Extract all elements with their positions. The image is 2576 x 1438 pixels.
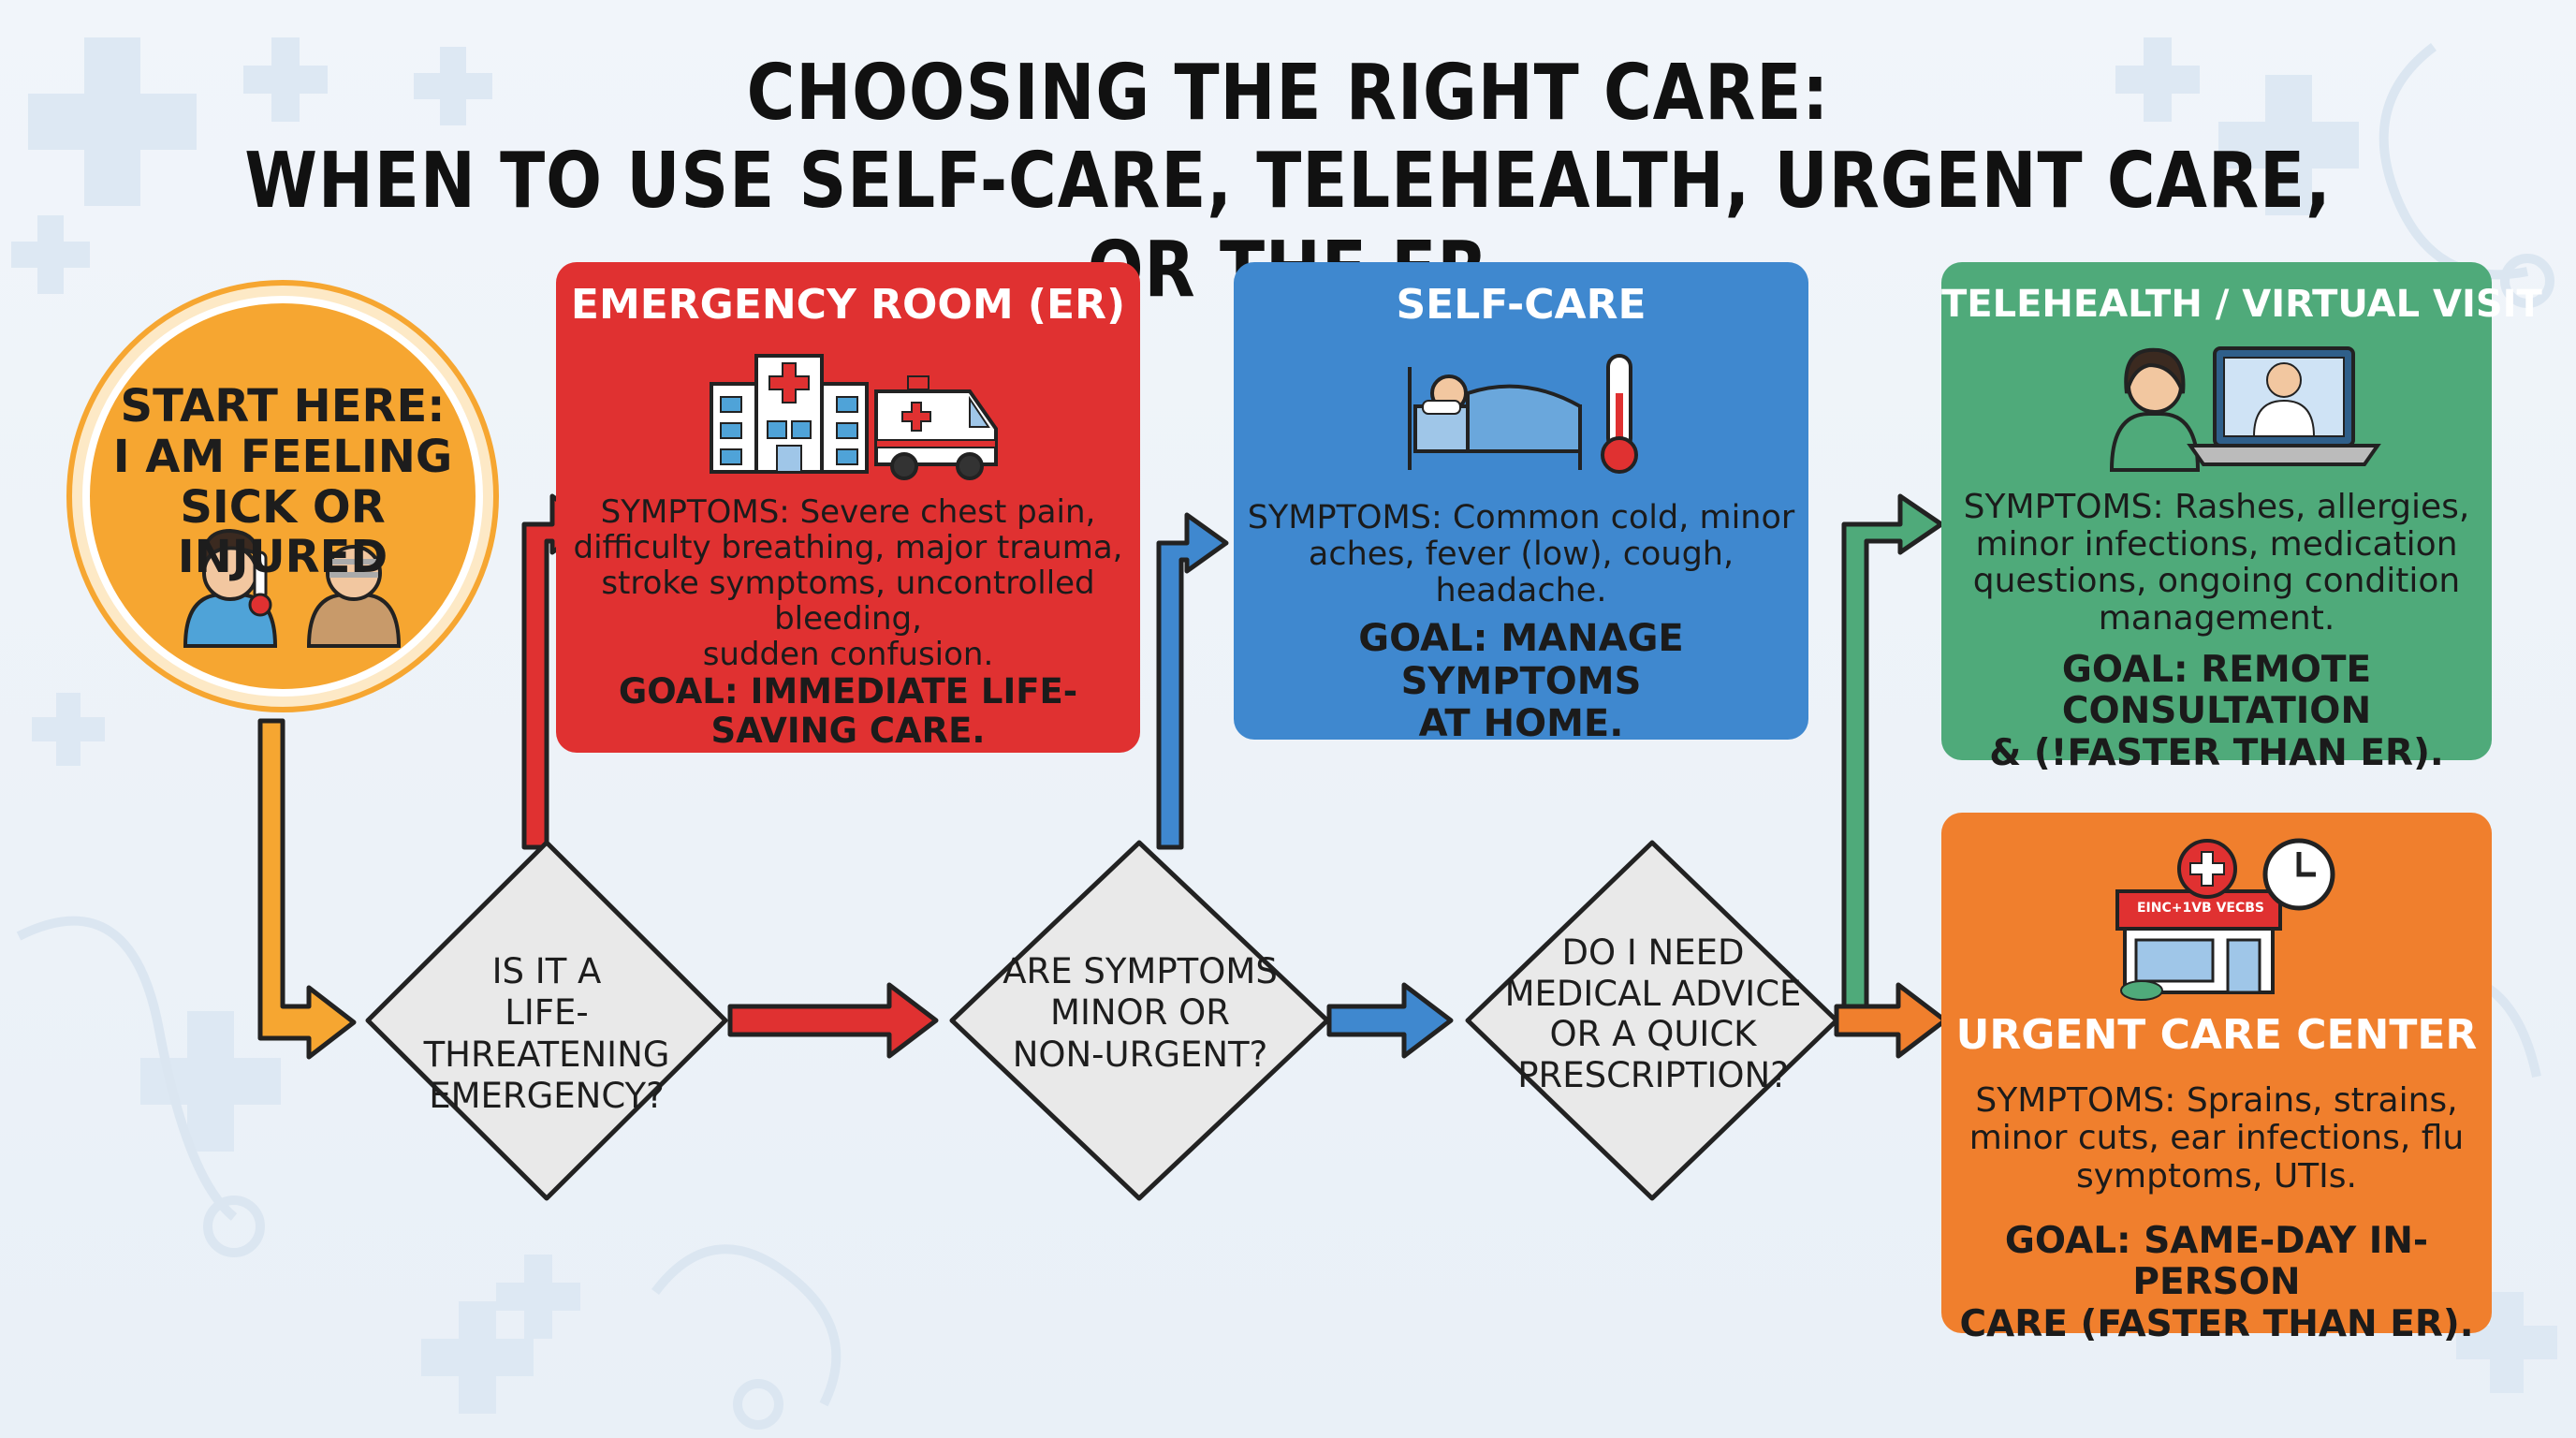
telehealth-symptoms-line2: minor infections, medication [1975,524,2458,564]
arrow-emergency-no [727,982,939,1059]
clock-icon [2262,838,2335,911]
arrow-minor-yes [1156,512,1229,850]
telehealth-symptoms-line4: management. [2098,598,2335,638]
arrow-start-to-emergency [257,718,357,1060]
injured-person-icon [306,545,402,648]
urgent-symptoms-line1: SYMPTOMS: Sprains, strains, [1975,1081,2458,1120]
urgent-title: URGENT CARE CENTER [1955,1011,2478,1059]
sick-person-icon [183,528,278,648]
urgent-card [1941,813,2492,1333]
decision-emergency-line1: IS IT A [491,951,602,991]
decision-minor-line2: MINOR OR [1050,992,1230,1034]
decision-minor-line3: NON-URGENT? [1012,1034,1268,1075]
urgent-goal-line1: GOAL: SAME-DAY IN-PERSON [2004,1220,2429,1304]
decision-advice-line2: MEDICAL ADVICE [1504,973,1802,1014]
selfcare-symptoms-line1: SYMPTOMS: Common cold, minor [1247,499,1795,536]
er-symptoms-line2: difficulty breathing, major trauma, [573,529,1123,567]
start-line1: START HERE: [120,380,446,433]
selfcare-title: SELF-CARE [1396,281,1647,329]
decision-emergency-line2: LIFE-THREATENING [423,992,670,1075]
telehealth-symptoms: SYMPTOMS: Rashes, allergies, minor infec… [1941,489,2492,637]
selfcare-goal-line1: GOAL: MANAGE SYMPTOMS [1358,617,1684,703]
decision-emergency-text: IS IT A LIFE-THREATENING EMERGENCY? [391,951,702,1118]
ambulance-icon [874,375,998,480]
decision-diamond-emergency [365,840,728,1201]
decision-diamond-advice [1465,840,1839,1201]
er-title: EMERGENCY ROOM (ER) [570,281,1126,329]
page-title-line1: CHOOSING THE RIGHT CARE: [746,49,1830,138]
er-symptoms-line4: sudden confusion. [702,636,994,674]
urgent-goal-line2: CARE (FASTER THAN ER). [1959,1302,2474,1345]
er-card [556,262,1140,753]
decision-advice-text: DO I NEED MEDICAL ADVICE OR A QUICK PRES… [1496,932,1810,1096]
er-symptoms-line1: SYMPTOMS: Severe chest pain, [600,493,1096,531]
er-goal: GOAL: IMMEDIATE LIFE-SAVING CARE. [618,671,1078,752]
hospital-icon [710,354,869,474]
urgent-goal: GOAL: SAME-DAY IN-PERSON CARE (FASTER TH… [1941,1220,2492,1345]
bed-patient-icon [1408,367,1582,470]
selfcare-goal-line2: AT HOME. [1418,702,1624,746]
arrow-minor-no [1326,982,1454,1059]
start-line2: I AM FEELING [112,430,453,483]
telehealth-goal-line2: & (!FASTER THAN ER). [1989,731,2444,774]
decision-minor-line1: ARE SYMPTOMS [1003,951,1278,991]
page-title-line2: WHEN TO USE SELF-CARE, TELEHEALTH, URGEN… [244,137,2332,315]
start-circle [82,296,483,697]
decision-advice-line3: OR A QUICK [1549,1014,1757,1055]
start-node: START HERE: I AM FEELING SICK OR INJURED [105,380,461,584]
thermometer-icon [248,550,272,617]
telehealth-goal-line1: GOAL: REMOTE CONSULTATION [2061,649,2372,733]
selfcare-symptoms: SYMPTOMS: Common cold, minor aches, feve… [1234,499,1808,610]
selfcare-goal: GOAL: MANAGE SYMPTOMS AT HOME. [1234,617,1808,746]
decision-advice-line1: DO I NEED [1561,932,1745,973]
selfcare-card [1234,262,1808,740]
arrow-advice-yes [1841,493,1944,1009]
arrow-advice-no [1834,982,1948,1059]
decision-diamond-minor [949,840,1330,1201]
urgent-symptoms-line3: symptoms, UTIs. [2076,1156,2357,1196]
decision-minor-text: ARE SYMPTOMS MINOR OR NON-URGENT? [983,951,1297,1076]
er-symptoms-line3: stroke symptoms, uncontrolled bleeding, [601,565,1095,638]
doctor-laptop-icon [2187,346,2381,466]
decision-emergency-line3: EMERGENCY? [429,1076,665,1117]
start-line3: SICK OR INJURED [177,480,388,584]
patient-icon [2109,347,2201,472]
selfcare-symptoms-line2: aches, fever (low), cough, headache. [1308,536,1734,610]
urgent-symptoms-line2: minor cuts, ear infections, flu [1969,1119,2465,1158]
thermometer-icon [1601,354,1638,474]
telehealth-title: TELEHEALTH / VIRTUAL VISIT [1941,283,2542,326]
er-symptoms: SYMPTOMS: Severe chest pain, difficulty … [556,494,1140,672]
telehealth-symptoms-line1: SYMPTOMS: Rashes, allergies, [1963,488,2470,526]
urgent-sign: EINC+1VB VECBS [2136,901,2265,916]
telehealth-goal: GOAL: REMOTE CONSULTATION & (!FASTER THA… [1941,649,2492,774]
decision-advice-line4: PRESCRIPTION? [1517,1054,1789,1095]
cross-sign-icon [2177,839,2237,899]
urgent-symptoms: SYMPTOMS: Sprains, strains, minor cuts, … [1941,1081,2492,1196]
telehealth-symptoms-line3: questions, ongoing condition [1972,562,2461,601]
